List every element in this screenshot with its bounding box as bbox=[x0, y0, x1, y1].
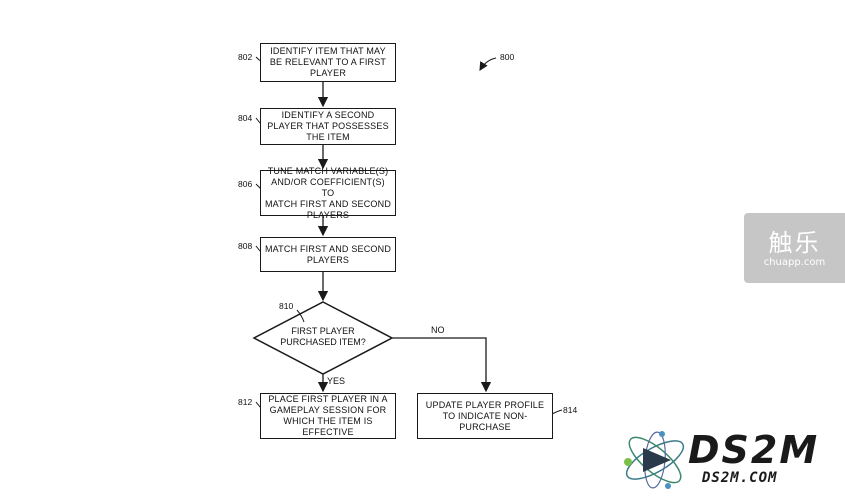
chuapp-url: chuapp.com bbox=[763, 256, 826, 268]
step-update-player-profile: UPDATE PLAYER PROFILE TO INDICATE NON- P… bbox=[417, 393, 553, 439]
ref-808: 808 bbox=[238, 241, 253, 251]
ds2m-url: DS2M.COM bbox=[702, 470, 778, 486]
step-match-players: MATCH FIRST AND SECOND PLAYERS bbox=[260, 237, 396, 272]
leader-814 bbox=[551, 409, 563, 415]
decision-question: FIRST PLAYER PURCHASED ITEM? bbox=[280, 326, 366, 347]
step-identify-item: IDENTIFY ITEM THAT MAY BE RELEVANT TO A … bbox=[260, 43, 396, 82]
ref-804: 804 bbox=[238, 113, 253, 123]
leader-810 bbox=[296, 309, 305, 323]
decision-no-label: NO bbox=[431, 325, 445, 335]
chuapp-title: 触乐 bbox=[768, 228, 821, 257]
ref-812: 812 bbox=[238, 397, 253, 407]
ref-810: 810 bbox=[279, 301, 294, 311]
figure-number: 800 bbox=[500, 52, 515, 62]
arrow-no bbox=[392, 337, 492, 393]
step-place-player-in-session: PLACE FIRST PLAYER IN A GAMEPLAY SESSION… bbox=[260, 393, 396, 439]
ref-814: 814 bbox=[563, 405, 578, 415]
ref-806: 806 bbox=[238, 179, 253, 189]
decision-yes-label: YES bbox=[327, 376, 346, 386]
ds2m-atom-icon bbox=[624, 431, 685, 489]
ds2m-logo: DS2M bbox=[688, 428, 820, 472]
ref-802: 802 bbox=[238, 52, 253, 62]
step-identify-second-player: IDENTIFY A SECOND PLAYER THAT POSSESSES … bbox=[260, 108, 396, 145]
step-tune-match-variables: TUNE MATCH VARIABLE(S) AND/OR COEFFICIEN… bbox=[260, 166, 396, 220]
figure-arrow bbox=[479, 57, 497, 71]
chuapp-watermark: 触乐 chuapp.com bbox=[744, 213, 845, 283]
